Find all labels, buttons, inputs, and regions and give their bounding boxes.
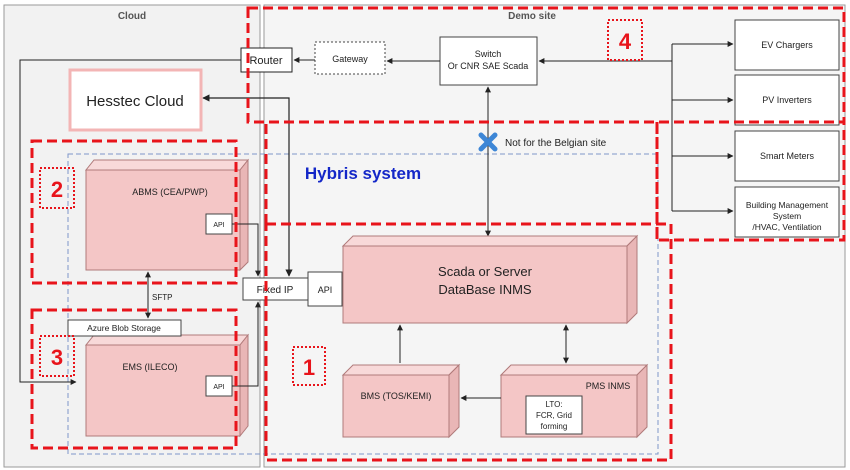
azure-blob-box (67, 319, 182, 337)
gateway-box (314, 41, 386, 75)
building-mgmt-box (734, 186, 840, 238)
sftp-label: SFTP (152, 293, 172, 302)
pms-label: PMS INMS (586, 381, 631, 391)
zone-2-boundary (30, 139, 238, 285)
demo-site-label: Demo site (508, 11, 556, 22)
marker-2-box (39, 167, 75, 209)
ems-label: EMS (ILECO) (122, 362, 177, 372)
zone-1-top (264, 120, 659, 240)
cloud-label: Cloud (118, 11, 146, 22)
pv-inverters-label: PV Inverters (762, 95, 812, 105)
marker-1-box (292, 346, 326, 386)
smart-meters-box (734, 130, 840, 182)
hybris-label: Hybris system (305, 164, 421, 183)
smart-meters-label: Smart Meters (760, 151, 815, 161)
not-belgian-label: Not for the Belgian site (505, 138, 607, 149)
lto-label-3: forming (541, 422, 568, 431)
marker-4: 4 (619, 29, 632, 54)
switch-box (439, 36, 538, 86)
abms-box (85, 169, 241, 271)
building-mgmt-label-2: System (773, 211, 801, 221)
api-ems-label: API (213, 384, 224, 391)
ev-chargers-label: EV Chargers (761, 40, 813, 50)
zone-3-boundary (30, 308, 238, 450)
not-allowed-icon (478, 132, 498, 152)
ev-chargers-box (734, 19, 840, 71)
bms-label: BMS (TOS/KEMI) (361, 391, 432, 401)
api-scada-box (307, 271, 343, 307)
zone-1-boundary (264, 222, 673, 462)
api-scada-label: API (318, 285, 333, 295)
building-mgmt-label-1: Building Management (746, 200, 829, 210)
lto-box (525, 395, 583, 435)
abms-label: ABMS (CEA/PWP) (132, 187, 208, 197)
azure-blob-label: Azure Blob Storage (87, 323, 161, 333)
gateway-label: Gateway (332, 54, 368, 64)
marker-1: 1 (303, 355, 315, 380)
zone-4-extension (655, 120, 846, 242)
switch-label-2: Or CNR SAE Scada (448, 61, 529, 71)
marker-2: 2 (51, 177, 63, 202)
lto-label-1: LTO: (545, 400, 562, 409)
building-mgmt-label-3: /HVAC, Ventilation (752, 222, 822, 232)
api-abms-label: API (213, 222, 224, 229)
fixed-ip-label: Fixed IP (257, 285, 294, 296)
pv-inverters-box (734, 74, 840, 126)
hesstec-cloud-label: Hesstec Cloud (86, 93, 184, 110)
scada-label-2: DataBase INMS (438, 282, 532, 297)
switch-label-1: Switch (475, 49, 502, 59)
scada-label-1: Scada or Server (438, 264, 533, 279)
marker-3: 3 (51, 345, 63, 370)
marker-4-box (607, 19, 643, 61)
lto-label-2: FCR, Grid (536, 411, 572, 420)
hybris-boundary (67, 153, 659, 455)
scada-box (342, 245, 628, 324)
marker-3-box (39, 335, 75, 377)
bms-box (342, 374, 450, 438)
router-label: Router (249, 55, 282, 67)
hesstec-cloud-box (68, 68, 203, 132)
